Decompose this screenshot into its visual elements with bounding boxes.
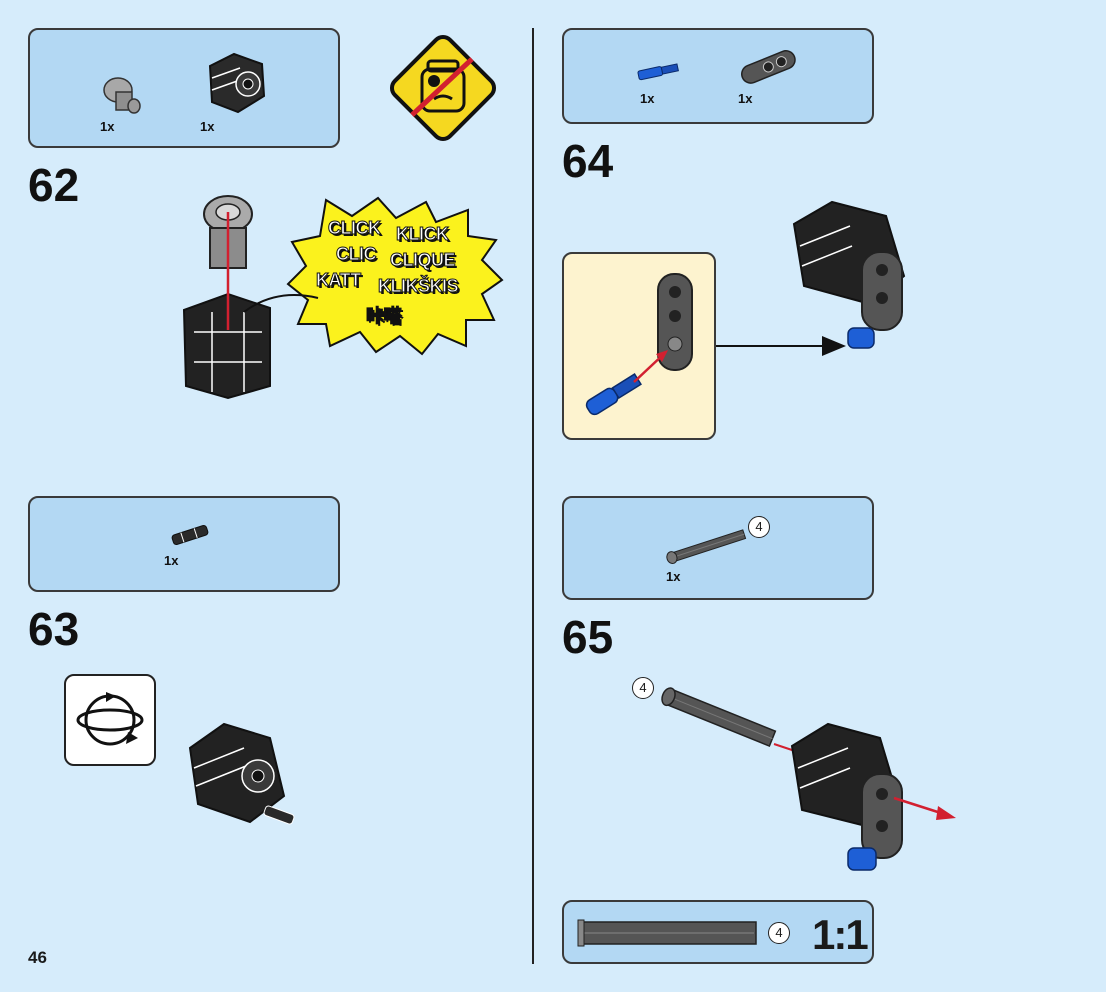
step-62-hub-qty: 1x xyxy=(200,119,215,134)
step-65-axle-length-badge: 4 xyxy=(748,516,770,538)
step-62-number: 62 xyxy=(28,159,80,211)
click-word-katt: KATT xyxy=(316,270,362,291)
no-small-parts-warning-icon xyxy=(389,34,497,142)
scale-ratio-label: 1:1 xyxy=(812,911,869,958)
hub-part-icon xyxy=(208,52,266,114)
click-word-lt: KLIKŠKIS xyxy=(377,276,459,297)
click-word-fr2: CLIQUE xyxy=(389,250,456,271)
step-64-assembly-illustration xyxy=(792,200,906,349)
step-62-assembly-illustration xyxy=(182,195,271,400)
axle-part-icon xyxy=(666,529,747,565)
column-divider xyxy=(532,28,534,964)
step-64-subassembly-inset xyxy=(562,252,716,440)
step-65-number: 65 xyxy=(562,611,614,663)
bush-part-icon xyxy=(103,77,141,114)
click-burst-shape xyxy=(243,196,504,356)
step-63-peg-qty: 1x xyxy=(164,553,179,568)
click-word-en: CLICK xyxy=(328,218,382,239)
rotate-model-box xyxy=(64,674,156,766)
click-word-zh: 咔嗒 xyxy=(366,306,403,327)
click-word-fr: CLIC xyxy=(336,244,378,265)
step-65-parts-box: 4 1x xyxy=(562,496,874,600)
grey-beam-part-icon xyxy=(741,50,796,84)
blue-axle-pin-part-icon xyxy=(637,63,679,81)
step-65-assembly-illustration xyxy=(661,687,956,871)
rotate-icon xyxy=(76,692,144,746)
step-64-beam-qty: 1x xyxy=(738,91,753,106)
step-63-parts-box: 1x xyxy=(28,496,340,592)
step-64-inset-illustration xyxy=(585,273,693,416)
step-65-axle-length-callout: 4 xyxy=(632,677,654,699)
step-64-direction-arrow xyxy=(716,336,846,356)
step-63-number: 63 xyxy=(28,603,80,655)
click-word-de: KLICK xyxy=(396,224,450,245)
step-64-parts-box: 1x 1x xyxy=(562,28,874,124)
step-64-number: 64 xyxy=(562,135,614,187)
step-64-pin-qty: 1x xyxy=(640,91,655,106)
step-62-bush-qty: 1x xyxy=(100,119,115,134)
step-62-parts-box: 1x 1x xyxy=(28,28,340,148)
scale-length-badge: 4 xyxy=(768,922,790,944)
axle-scale-icon xyxy=(577,919,757,947)
step-65-axle-qty: 1x xyxy=(666,569,681,584)
connector-peg-part-icon xyxy=(171,524,209,546)
page-number: 46 xyxy=(28,948,47,967)
step-63-assembly-illustration xyxy=(188,722,295,825)
step-65-scale-box: 4 1:1 xyxy=(562,900,874,964)
